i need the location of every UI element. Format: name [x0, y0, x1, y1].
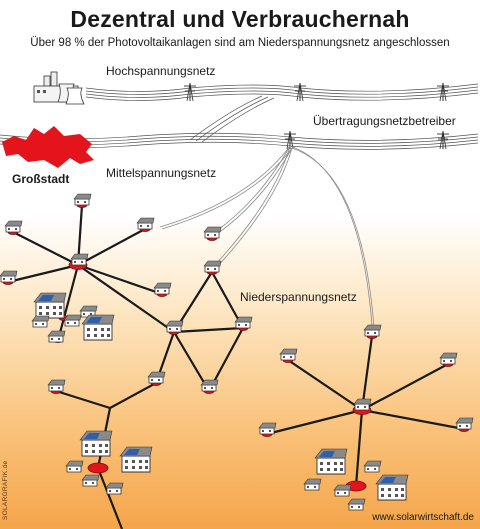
house-icon — [70, 253, 89, 266]
page-title: Dezentral und Verbrauchernah — [70, 6, 410, 32]
label-hochspannungsnetz: Hochspannungsnetz — [106, 64, 216, 78]
house-icon — [439, 352, 458, 365]
power-plant-icon — [33, 71, 85, 105]
house-icon — [73, 193, 92, 206]
solar-building-icon — [79, 430, 113, 457]
label-uebertragungsnetzbetreiber: Übertragungsnetzbetreiber — [313, 114, 456, 128]
city-shape — [2, 126, 94, 168]
solar-building-icon — [314, 448, 348, 475]
house-icon — [200, 379, 219, 392]
house-icon — [81, 474, 100, 487]
house-icon — [136, 217, 155, 230]
house-icon — [65, 460, 84, 473]
house-icon — [258, 422, 277, 435]
house-icon — [47, 379, 66, 392]
house-icon — [203, 226, 222, 239]
house-icon — [0, 270, 18, 283]
transformer-node — [87, 462, 109, 474]
house-icon — [333, 484, 352, 497]
house-icon — [63, 314, 82, 327]
house-icon — [153, 282, 172, 295]
label-niederspannungsnetz: Niederspannungsnetz — [240, 290, 357, 304]
house-icon — [363, 324, 382, 337]
pylon-icon — [436, 82, 450, 102]
house-icon — [203, 260, 222, 273]
house-icon — [47, 330, 66, 343]
house-icon — [165, 320, 184, 333]
credit-text: SOLARGRAFIK.de — [2, 460, 9, 520]
house-icon — [363, 460, 382, 473]
house-icon — [303, 478, 322, 491]
house-icon — [147, 371, 166, 384]
houses — [0, 193, 474, 511]
medium-voltage-lines — [159, 145, 375, 329]
website-link[interactable]: www.solarwirtschaft.de — [372, 512, 474, 523]
house-icon — [455, 417, 474, 430]
solar-building-icon — [81, 314, 115, 341]
house-icon — [4, 220, 23, 233]
pylon-icon — [293, 82, 307, 102]
house-icon — [31, 315, 50, 328]
solar-building-icon — [119, 446, 153, 473]
solar-building-icon — [33, 292, 67, 319]
pylon-icon — [183, 82, 197, 102]
house-icon — [105, 482, 124, 495]
low-voltage-lines — [7, 204, 465, 529]
house-icon — [234, 316, 253, 329]
house-icon — [353, 398, 372, 411]
house-icon — [347, 498, 366, 511]
label-mittelspannungsnetz: Mittelspannungsnetz — [106, 166, 217, 180]
label-grossstadt: Großstadt — [12, 172, 70, 186]
solar-building-icon — [375, 474, 409, 501]
page-subtitle: Über 98 % der Photovoltaikanlagen sind a… — [30, 37, 450, 49]
house-icon — [279, 348, 298, 361]
